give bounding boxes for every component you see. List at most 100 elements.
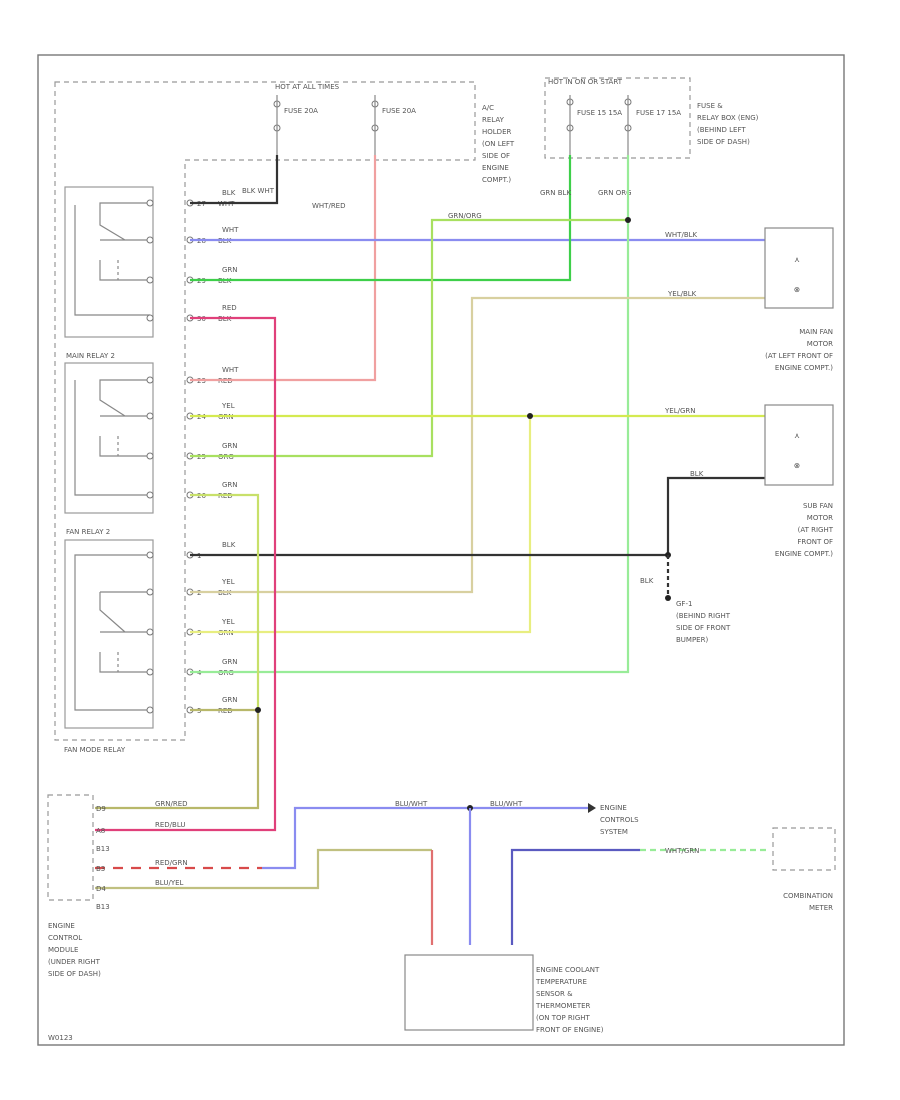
- wire-blu-yel: [95, 848, 432, 890]
- svg-text:⊗: ⊗: [794, 285, 800, 294]
- subFanLbl-line: (AT RIGHT: [798, 526, 834, 534]
- wire-yel-grn-fan: [190, 416, 532, 634]
- fuse-17: FUSE 17 15A: [624, 95, 681, 155]
- wire-label-blu-yel: BLU/YEL: [155, 879, 184, 887]
- relay-terminal: [146, 236, 154, 244]
- wire-yel-blk: [190, 296, 765, 594]
- combination-meter-label: COMBINATION METER: [783, 892, 833, 912]
- relay-wire-label: BLK: [222, 189, 236, 197]
- wire-label-red-blu: RED/BLU: [155, 821, 186, 829]
- csLbl-line: SENSOR &: [536, 990, 573, 998]
- relay-terminal: [146, 376, 154, 384]
- relay-top: [64, 186, 154, 338]
- wire-sensor-blue-2: [510, 848, 640, 945]
- acHolder-line: RELAY: [482, 116, 505, 124]
- ecm-pin-label: B13: [96, 845, 110, 853]
- relay-terminal: [146, 706, 154, 714]
- wire-label-grn-blk: GRN BLK: [540, 189, 571, 197]
- ecmLbl-line: MODULE: [48, 946, 78, 954]
- wire-grn-org-fan: [190, 155, 630, 674]
- ecm-pin-label: B3: [96, 865, 105, 873]
- csLbl-line: ENGINE COOLANT: [536, 966, 600, 974]
- ground-g1: [665, 595, 671, 601]
- underhood-fuse-box-outline: [54, 81, 476, 741]
- relay-switch-1: [74, 202, 150, 316]
- diagram-border: [37, 54, 845, 1046]
- wire-red-grn-blue: [262, 806, 588, 870]
- relay-terminals: 27BLKWHT28WHTBLK29GRNBLK30REDBLK23WHTRED…: [146, 189, 239, 715]
- relay-terminal: [146, 412, 154, 420]
- main-relay-2-label: MAIN RELAY 2: [66, 352, 115, 360]
- wire-label-yel-grn: YEL/GRN: [664, 407, 695, 415]
- relay-terminal: [146, 276, 154, 284]
- wire-label-blk: BLK: [690, 470, 704, 478]
- fuseBoxLbl-line: FUSE &: [697, 102, 723, 110]
- acHolder-line: SIDE OF: [482, 152, 510, 160]
- subFanLbl-line: ENGINE COMPT.): [775, 550, 833, 558]
- ecmLbl-line: ENGINE: [48, 922, 75, 930]
- g1Lbl-line: BUMPER): [676, 636, 708, 644]
- ecm-pin-label: D4: [96, 885, 106, 893]
- mainFanLbl-line: MOTOR: [807, 340, 833, 348]
- mainFanLbl-line: MAIN FAN: [799, 328, 833, 336]
- svg-text:FUSE 20A: FUSE 20A: [284, 107, 318, 115]
- fuse-20a-1: FUSE 20A: [273, 95, 318, 155]
- main-fan-motor: ⋏ ⊗: [764, 227, 834, 309]
- relay-wire-label: GRN: [222, 442, 238, 450]
- csLbl-line: TEMPERATURE: [535, 978, 587, 986]
- wire-label-wht-grn: WHT/GRN: [665, 847, 699, 855]
- fuseBoxLbl-line: SIDE OF DASH): [697, 138, 750, 146]
- fuseBoxLbl-line: (BEHIND LEFT: [697, 126, 746, 134]
- svg-text:FUSE 17 15A: FUSE 17 15A: [636, 109, 681, 117]
- relay-terminal: [146, 452, 154, 460]
- svg-text:⊗: ⊗: [794, 461, 800, 470]
- wire-label-blu-wht: BLU/WHT: [395, 800, 428, 808]
- cmLbl-line: METER: [809, 904, 833, 912]
- ecmLbl-line: SIDE OF DASH): [48, 970, 101, 978]
- mainFanLbl-line: (AT LEFT FRONT OF: [765, 352, 833, 360]
- hot-at-all-times-label: HOT AT ALL TIMES: [275, 83, 340, 91]
- csLbl-line: (ON TOP RIGHT: [536, 1014, 591, 1022]
- g1Lbl-line: GF-1: [676, 600, 692, 608]
- relay-wire-label: GRN: [222, 481, 238, 489]
- acHolder-line: COMPT.): [482, 176, 511, 184]
- wire-grn-red: [190, 493, 260, 710]
- wire-label-grn-org: GRN ORG: [598, 189, 632, 197]
- fan-mode-relay-label: FAN MODE RELAY: [64, 746, 126, 754]
- relay-terminal: [146, 628, 154, 636]
- fuse-20a-2: FUSE 20A: [371, 95, 416, 155]
- wire-label-yel-blk: YEL/BLK: [667, 290, 697, 298]
- combination-meter-box: [772, 827, 836, 871]
- junction-yel-grn: [527, 413, 533, 419]
- acHolder-line: HOLDER: [482, 128, 511, 136]
- hot-in-on-start-label: HOT IN ON OR START: [548, 78, 623, 86]
- wire-red-blu: [95, 316, 277, 832]
- relay-wire-label: GRN: [222, 658, 238, 666]
- ecmLbl-line: (UNDER RIGHT: [48, 958, 101, 966]
- relay-wire-label: GRN: [222, 696, 238, 704]
- cmLbl-line: COMBINATION: [783, 892, 833, 900]
- fuse-relay-box-outline: [544, 77, 691, 159]
- wire-grn-red-ecm: [95, 708, 260, 810]
- ecm-pin-label: A8: [96, 827, 105, 835]
- relay-wire-label: GRN: [222, 266, 238, 274]
- relay-wire-label: YEL: [221, 578, 235, 586]
- fuseBoxLbl-line: RELAY BOX (ENG): [697, 114, 759, 122]
- wire-blk-ground: [190, 476, 765, 557]
- relay-terminal: [146, 199, 154, 207]
- wire-label-red-grn: RED/GRN: [155, 859, 188, 867]
- relay-wire-label: YEL: [221, 402, 235, 410]
- sub-fan-motor: ⋏ ⊗: [764, 404, 834, 486]
- fan-relay-2-label: FAN RELAY 2: [66, 528, 110, 536]
- g1Lbl-line: (BEHIND RIGHT: [676, 612, 731, 620]
- wire-wht-red: [190, 155, 377, 382]
- ecmLbl-line: CONTROL: [48, 934, 82, 942]
- relay-switch-3: [74, 554, 150, 711]
- acHolder-line: A/C: [482, 104, 494, 112]
